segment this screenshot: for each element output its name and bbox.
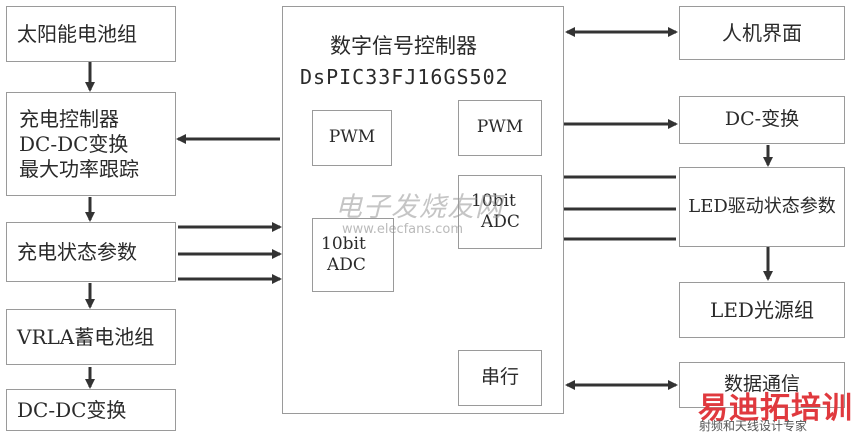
controller-model: DsPIC33FJ16GS502 — [300, 65, 509, 89]
dc-conversion-box: DC-变换 — [679, 96, 845, 144]
vrla-battery-label: VRLA蓄电池组 — [17, 324, 155, 349]
adc-left-line2: ADC — [327, 255, 366, 275]
hmi-box: 人机界面 — [679, 6, 845, 60]
adc-left-line1: 10bit — [321, 233, 366, 254]
charge-controller-line1: 充电控制器 — [19, 106, 119, 131]
serial-label: 串行 — [480, 366, 519, 389]
hmi-label: 人机界面 — [722, 20, 802, 45]
data-comm-label: 数据通信 — [723, 373, 800, 396]
charge-status-label: 充电状态参数 — [17, 239, 137, 264]
watermark-url: www.elecfans.com — [342, 222, 464, 237]
solar-panel-box: 太阳能电池组 — [6, 6, 176, 62]
led-driver-box: LED驱动状态参数 — [679, 167, 845, 247]
controller-title: 数字信号控制器 — [330, 34, 477, 58]
data-comm-box: 数据通信 — [679, 362, 845, 408]
watermark-text: 电子发烧友网 — [335, 192, 503, 223]
pwm-left-label: PWM — [328, 127, 376, 148]
brand-logo: 易迪拓培训 — [698, 391, 851, 426]
pwm-right-label: PWM — [476, 117, 524, 138]
pwm-left-module: PWM — [312, 110, 392, 166]
dcdc-output-label: DC-DC变换 — [17, 397, 127, 422]
led-source-box: LED光源组 — [679, 282, 845, 338]
adc-left-module: 10bit ADC — [312, 218, 394, 292]
adc-right-line2: ADC — [481, 212, 520, 232]
adc-right-module: 10bit ADC — [458, 175, 542, 249]
serial-module: 串行 — [458, 350, 542, 406]
charge-controller-box: 充电控制器 DC-DC变换 最大功率跟踪 — [6, 92, 176, 196]
adc-right-line1: 10bit — [471, 190, 516, 211]
brand-tagline: 射频和天线设计专家 — [699, 419, 808, 433]
dcdc-output-box: DC-DC变换 — [6, 389, 176, 431]
dc-conversion-label: DC-变换 — [724, 108, 800, 131]
charge-controller-line3: 最大功率跟踪 — [19, 156, 139, 181]
vrla-battery-box: VRLA蓄电池组 — [6, 309, 176, 365]
led-source-label: LED光源组 — [710, 297, 814, 322]
led-driver-label: LED驱动状态参数 — [688, 195, 836, 217]
solar-panel-label: 太阳能电池组 — [17, 21, 137, 46]
charge-status-box: 充电状态参数 — [6, 222, 176, 282]
pwm-right-module: PWM — [458, 100, 542, 156]
charge-controller-line2: DC-DC变换 — [19, 131, 129, 156]
